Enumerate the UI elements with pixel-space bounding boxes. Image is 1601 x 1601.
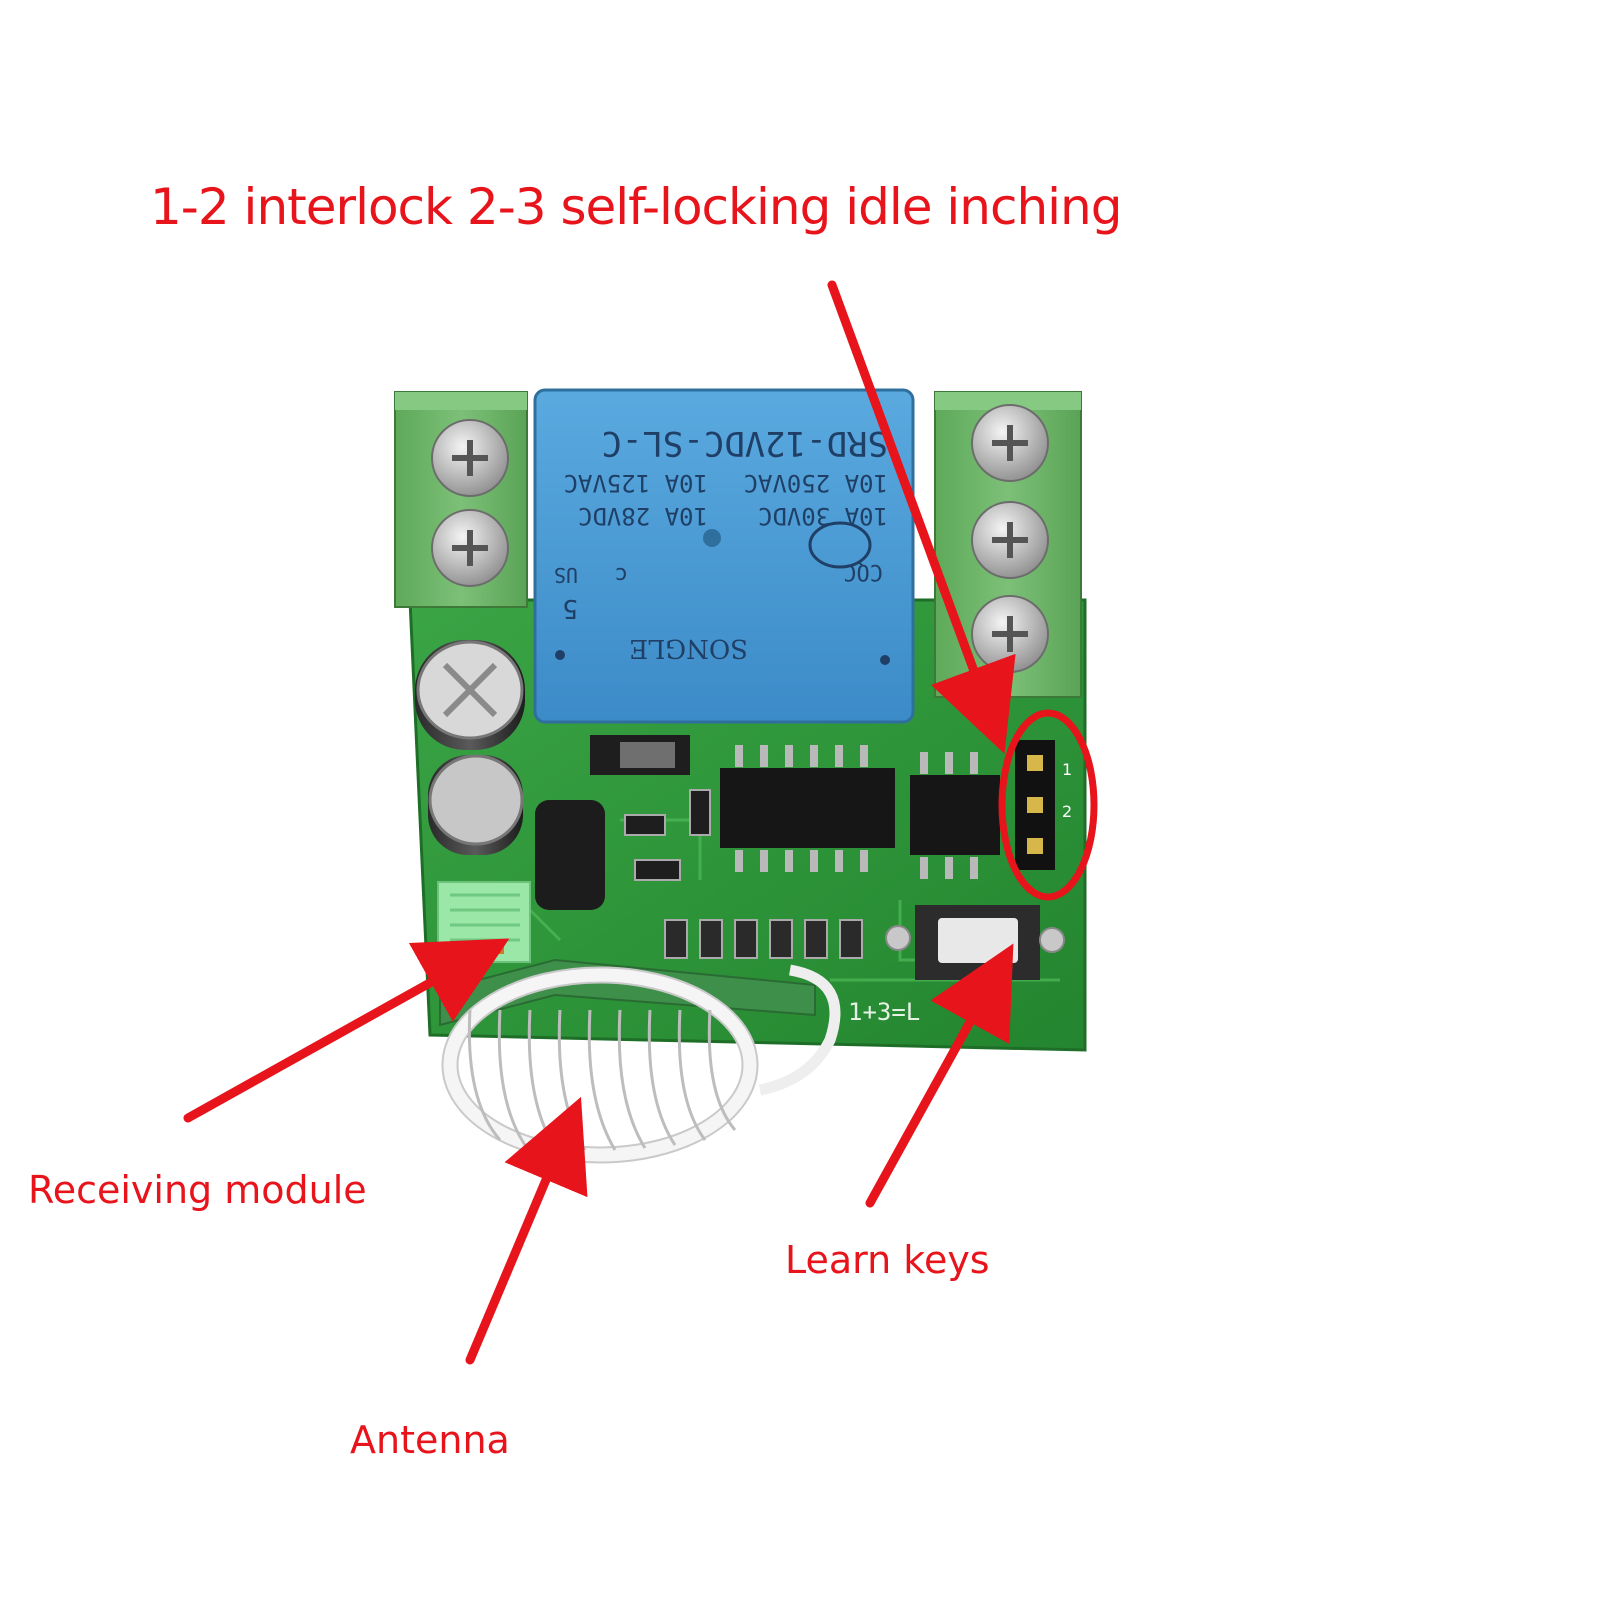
ic-chip-right xyxy=(910,752,1000,879)
jumper-header: 1 2 xyxy=(1015,740,1072,870)
terminal-block-right xyxy=(934,391,1082,698)
relay-cqc-mark: CQC xyxy=(843,559,883,584)
jumper-highlight-ellipse xyxy=(998,709,1098,901)
label-learn-keys: Learn keys xyxy=(785,1238,990,1282)
terminal-block-left xyxy=(394,391,528,608)
screw-icon xyxy=(971,404,1049,482)
screw-icon xyxy=(431,509,509,587)
relay-rating-1: 10A 250VAC xyxy=(744,469,889,497)
silkscreen-text: 1+3=L xyxy=(848,998,920,1026)
capacitor-bottom xyxy=(428,754,524,855)
voltage-regulator xyxy=(535,800,605,910)
diode xyxy=(590,735,690,775)
resistor-row xyxy=(664,919,863,959)
screw-icon xyxy=(971,501,1049,579)
screw-icon xyxy=(971,595,1049,673)
relay: SRD-12VDC-SL-C 10A 250VAC 10A 30VDC 10A … xyxy=(533,388,915,724)
relay-rating-4: 10A 28VDC xyxy=(578,502,708,530)
smd-resistors xyxy=(624,789,711,881)
header-pin-1: 1 xyxy=(1062,760,1072,779)
annotation-arrows xyxy=(183,280,1016,1365)
diagram-title: 1-2 interlock 2-3 self-locking idle inch… xyxy=(150,178,1122,236)
ic-chip-left xyxy=(720,745,895,872)
label-receiving-module: Receiving module xyxy=(28,1168,367,1212)
capacitor-top xyxy=(415,640,525,750)
relay-c-mark: c xyxy=(615,562,628,587)
label-antenna: Antenna xyxy=(350,1418,510,1462)
arrow-to-antenna xyxy=(465,1096,588,1365)
arrow-to-jumper xyxy=(827,280,1016,754)
screw-icon xyxy=(431,419,509,497)
relay-model-text: SRD-12VDC-SL-C xyxy=(601,423,888,463)
header-pin-2: 2 xyxy=(1062,802,1072,821)
arrow-to-receiver xyxy=(183,938,510,1123)
arrow-to-learn-key xyxy=(865,943,1014,1208)
relay-us-mark: US xyxy=(554,563,578,587)
relay-digit: 5 xyxy=(562,593,578,623)
relay-rating-3: 10A 125VAC xyxy=(564,469,709,497)
relay-brand: SONGLE xyxy=(629,633,748,663)
